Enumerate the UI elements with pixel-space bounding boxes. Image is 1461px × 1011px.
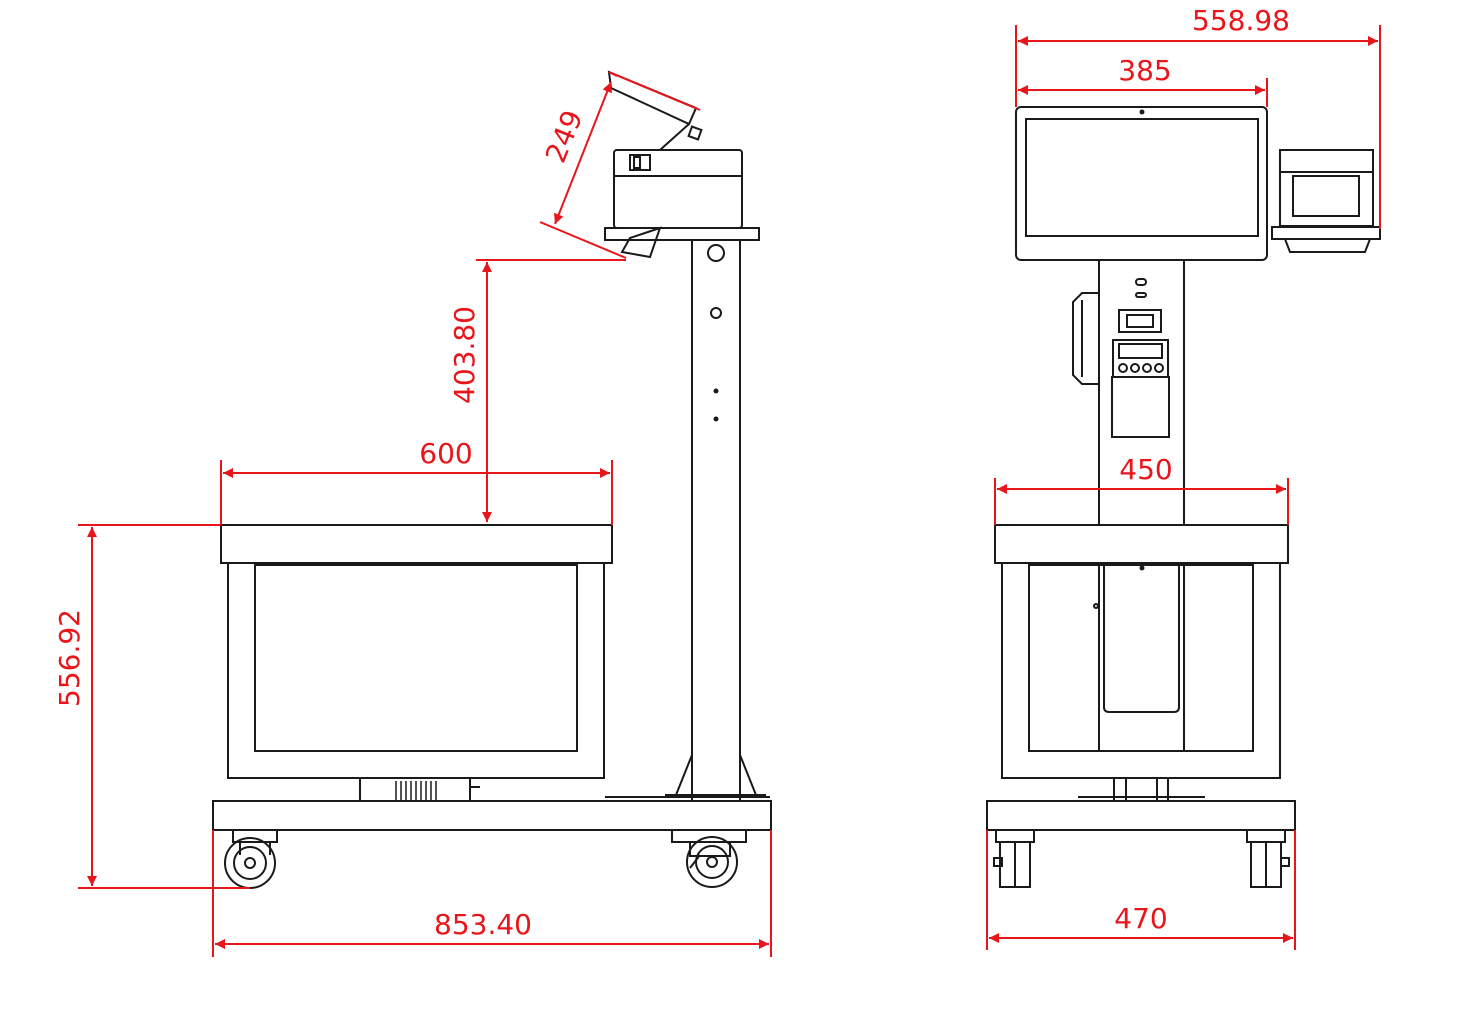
- front-drawer: [1103, 563, 1180, 713]
- front-platform-top: [994, 524, 1289, 564]
- front-side-handle: [1072, 292, 1099, 385]
- front-caster-right: [1246, 829, 1290, 888]
- side-platform-top: [220, 524, 613, 564]
- dim-label-overall-length: 853.40: [434, 908, 532, 941]
- side-platform-window: [254, 564, 578, 752]
- front-platform-body: [1001, 562, 1281, 779]
- front-view: [986, 106, 1381, 888]
- dim-label-overall-width-top: 558.98: [1192, 4, 1290, 37]
- dim-label-display-width: 385: [1118, 54, 1171, 87]
- front-indicator-panel: [1111, 376, 1170, 438]
- side-printer: [613, 149, 743, 229]
- side-display: [607, 70, 698, 126]
- front-indicator-label: [1118, 309, 1162, 333]
- side-base: [212, 800, 772, 831]
- dim-label-base-width: 470: [1114, 902, 1167, 935]
- front-caster-left: [993, 829, 1035, 888]
- dim-label-front-platform-width: 450: [1119, 453, 1172, 486]
- dim-label-platform-height: 556.92: [53, 609, 86, 707]
- side-pole-knob: [707, 244, 725, 262]
- side-platform-body: [227, 562, 605, 779]
- side-load-cell-fins: [395, 781, 437, 800]
- dimension-lines: [78, 25, 1381, 957]
- side-caster-left: [224, 829, 278, 889]
- side-load-cell: [359, 777, 471, 802]
- side-pole: [691, 239, 741, 802]
- front-printer-slot: [1292, 175, 1360, 217]
- front-platform-window: [1028, 564, 1254, 752]
- dim-label-platform-width: 600: [419, 437, 472, 470]
- front-display-screen: [1025, 118, 1259, 237]
- dim-label-display-height: 403.80: [448, 306, 481, 404]
- front-printer-shelf: [1271, 226, 1381, 240]
- side-printer-button: [629, 154, 651, 171]
- side-display-bracket: [620, 226, 662, 259]
- front-display: [1015, 106, 1268, 261]
- side-pole-hole: [710, 307, 722, 319]
- front-base: [986, 800, 1296, 831]
- side-top-shelf: [604, 227, 760, 241]
- side-view: [212, 70, 772, 889]
- side-caster-right: [671, 829, 747, 888]
- dim-line-display-tilt: [554, 81, 612, 225]
